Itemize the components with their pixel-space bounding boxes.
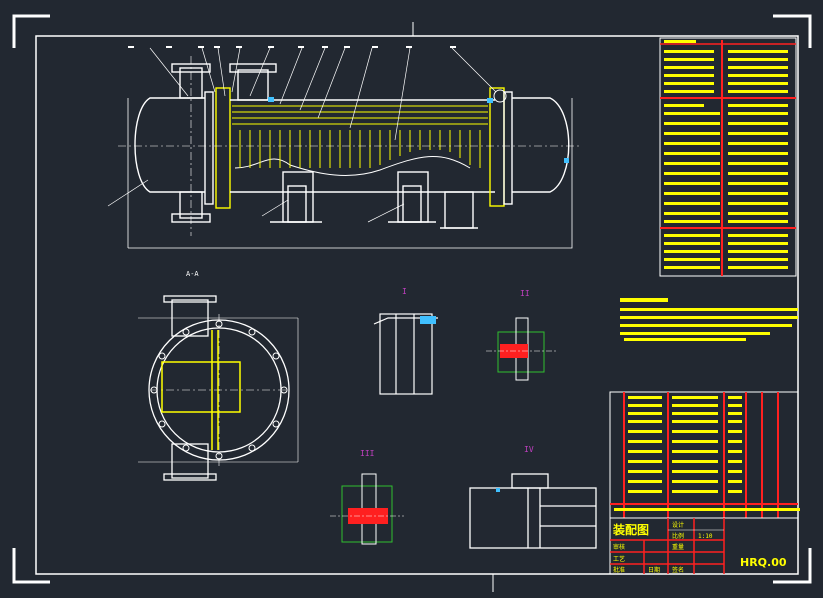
detail-i-view bbox=[373, 313, 438, 395]
center-marks bbox=[412, 22, 494, 592]
detail-ii-label: II bbox=[520, 289, 530, 298]
section-a-partition bbox=[161, 330, 241, 450]
label-process: 工艺 bbox=[613, 555, 625, 563]
detail-iv-label: IV bbox=[524, 445, 534, 454]
title-block-text: 装配图 设计 比例 1:10 重量 审核 工艺 批准 日期 签名 HRQ.00 bbox=[612, 521, 787, 574]
detail-iii-view bbox=[330, 473, 404, 545]
section-a-bolts bbox=[150, 320, 288, 460]
label-date: 日期 bbox=[648, 566, 660, 574]
part-leaders bbox=[107, 47, 497, 223]
main-centerlines bbox=[118, 56, 582, 236]
label-weight: 重量 bbox=[672, 543, 684, 551]
tube-bundle bbox=[232, 105, 488, 168]
frame-corners bbox=[12, 14, 812, 584]
main-elevation-view bbox=[127, 63, 573, 249]
title-block bbox=[609, 517, 799, 575]
drawing-title: 装配图 bbox=[612, 522, 649, 537]
drawing-border bbox=[35, 35, 799, 575]
detail-ii-view bbox=[486, 317, 556, 381]
detail-i-label: I bbox=[402, 287, 407, 296]
technical-data-table bbox=[659, 37, 797, 277]
parts-list bbox=[609, 391, 800, 519]
label-design: 设计 bbox=[672, 521, 684, 529]
label-approve: 批准 bbox=[613, 566, 625, 574]
main-accent-marks bbox=[268, 89, 569, 163]
detail-iv-view bbox=[469, 473, 597, 549]
scale-value: 1:10 bbox=[698, 533, 713, 540]
drawing-number: HRQ.00 bbox=[740, 556, 787, 569]
label-scale: 比例 bbox=[672, 532, 684, 540]
technical-requirements bbox=[620, 298, 798, 341]
label-check: 审核 bbox=[613, 543, 625, 551]
part-balloons bbox=[128, 46, 456, 48]
detail-iii-label: III bbox=[360, 449, 375, 458]
label-sign: 签名 bbox=[672, 566, 684, 574]
section-a-label: A-A bbox=[186, 270, 199, 278]
